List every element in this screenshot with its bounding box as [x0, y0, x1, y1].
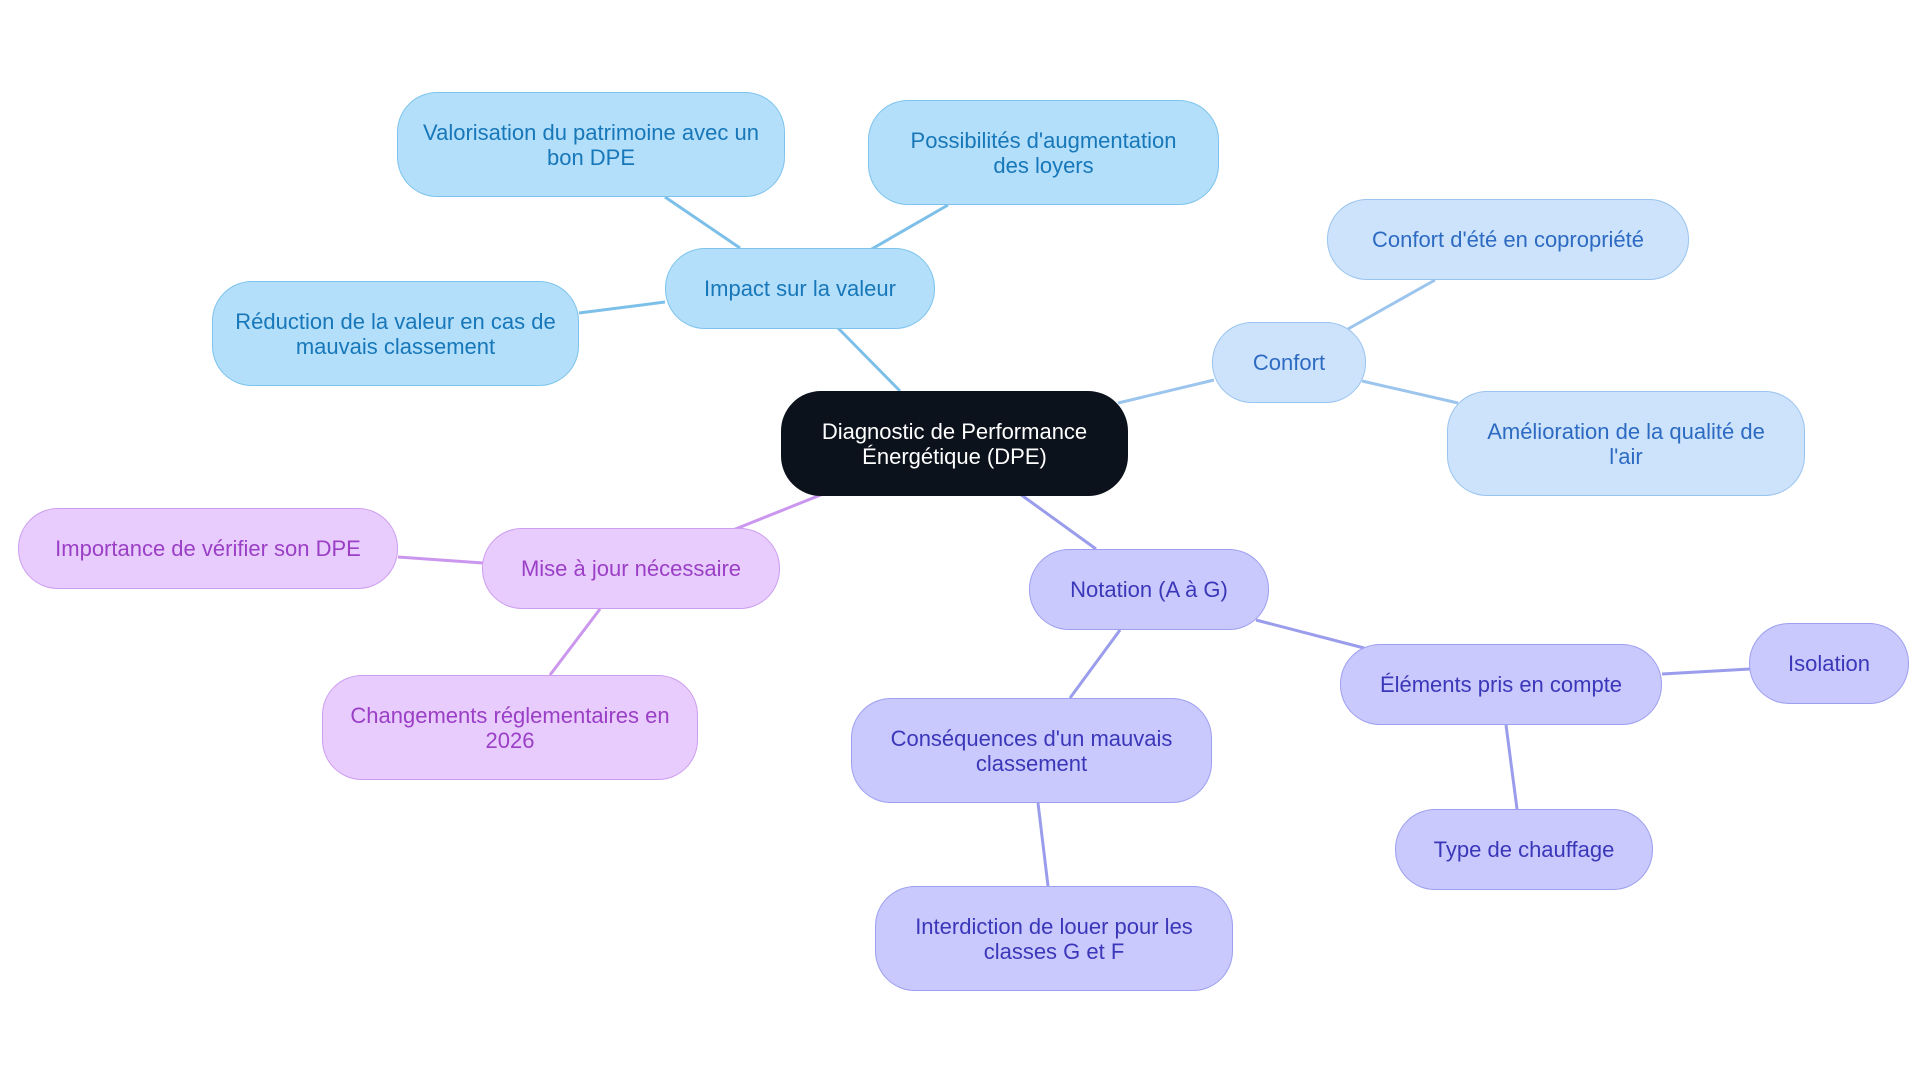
leaf-node-valorisation-patrimoine[interactable]: Valorisation du patrimoine avec un bon D…	[397, 92, 785, 197]
edge-confort-ete	[1347, 278, 1436, 331]
leaf-node-type-de-chauffage[interactable]: Type de chauffage	[1395, 809, 1653, 890]
edge-impact-valorisation	[664, 195, 741, 250]
edge-consequences-interdiction	[1036, 802, 1050, 887]
branch-node-notation[interactable]: Notation (A à G)	[1029, 549, 1269, 630]
leaf-node-reduction-valeur[interactable]: Réduction de la valeur en cas de mauvais…	[212, 281, 579, 386]
leaf-node-changements-2026[interactable]: Changements réglementaires en 2026	[322, 675, 698, 780]
central-topic-node[interactable]: Diagnostic de Performance Énergétique (D…	[781, 391, 1128, 496]
branch-node-confort[interactable]: Confort	[1212, 322, 1366, 403]
leaf-node-augmentation-loyers[interactable]: Possibilités d'augmentation des loyers	[868, 100, 1219, 205]
edge-notation-consequences	[1068, 629, 1122, 699]
edge-elements-isolation	[1661, 667, 1751, 676]
edge-impact-loyers	[869, 203, 949, 252]
branch-node-impact-sur-la-valeur[interactable]: Impact sur la valeur	[665, 248, 935, 329]
leaf-node-interdiction-louer[interactable]: Interdiction de louer pour les classes G…	[875, 886, 1233, 991]
edge-elements-chauffage	[1504, 724, 1519, 810]
leaf-node-verifier-dpe[interactable]: Importance de vérifier son DPE	[18, 508, 398, 589]
leaf-node-confort-ete[interactable]: Confort d'été en copropriété	[1327, 199, 1689, 280]
sub-branch-node-consequences[interactable]: Conséquences d'un mauvais classement	[851, 698, 1212, 803]
leaf-node-qualite-air[interactable]: Amélioration de la qualité de l'air	[1447, 391, 1805, 496]
edge-confort-air	[1361, 379, 1459, 405]
leaf-node-isolation[interactable]: Isolation	[1749, 623, 1909, 704]
branch-node-mise-a-jour[interactable]: Mise à jour nécessaire	[482, 528, 780, 609]
edge-impact-reduction	[578, 300, 666, 315]
edge-maj-changements	[548, 608, 602, 676]
edge-maj-verifier	[397, 555, 484, 565]
edge-root-maj	[732, 492, 824, 532]
edge-root-confort	[1117, 378, 1215, 405]
edge-root-notation	[1019, 492, 1097, 551]
edge-notation-elements	[1255, 618, 1365, 650]
sub-branch-node-elements-pris-en-compte[interactable]: Éléments pris en compte	[1340, 644, 1662, 725]
edge-root-impact	[836, 326, 902, 393]
